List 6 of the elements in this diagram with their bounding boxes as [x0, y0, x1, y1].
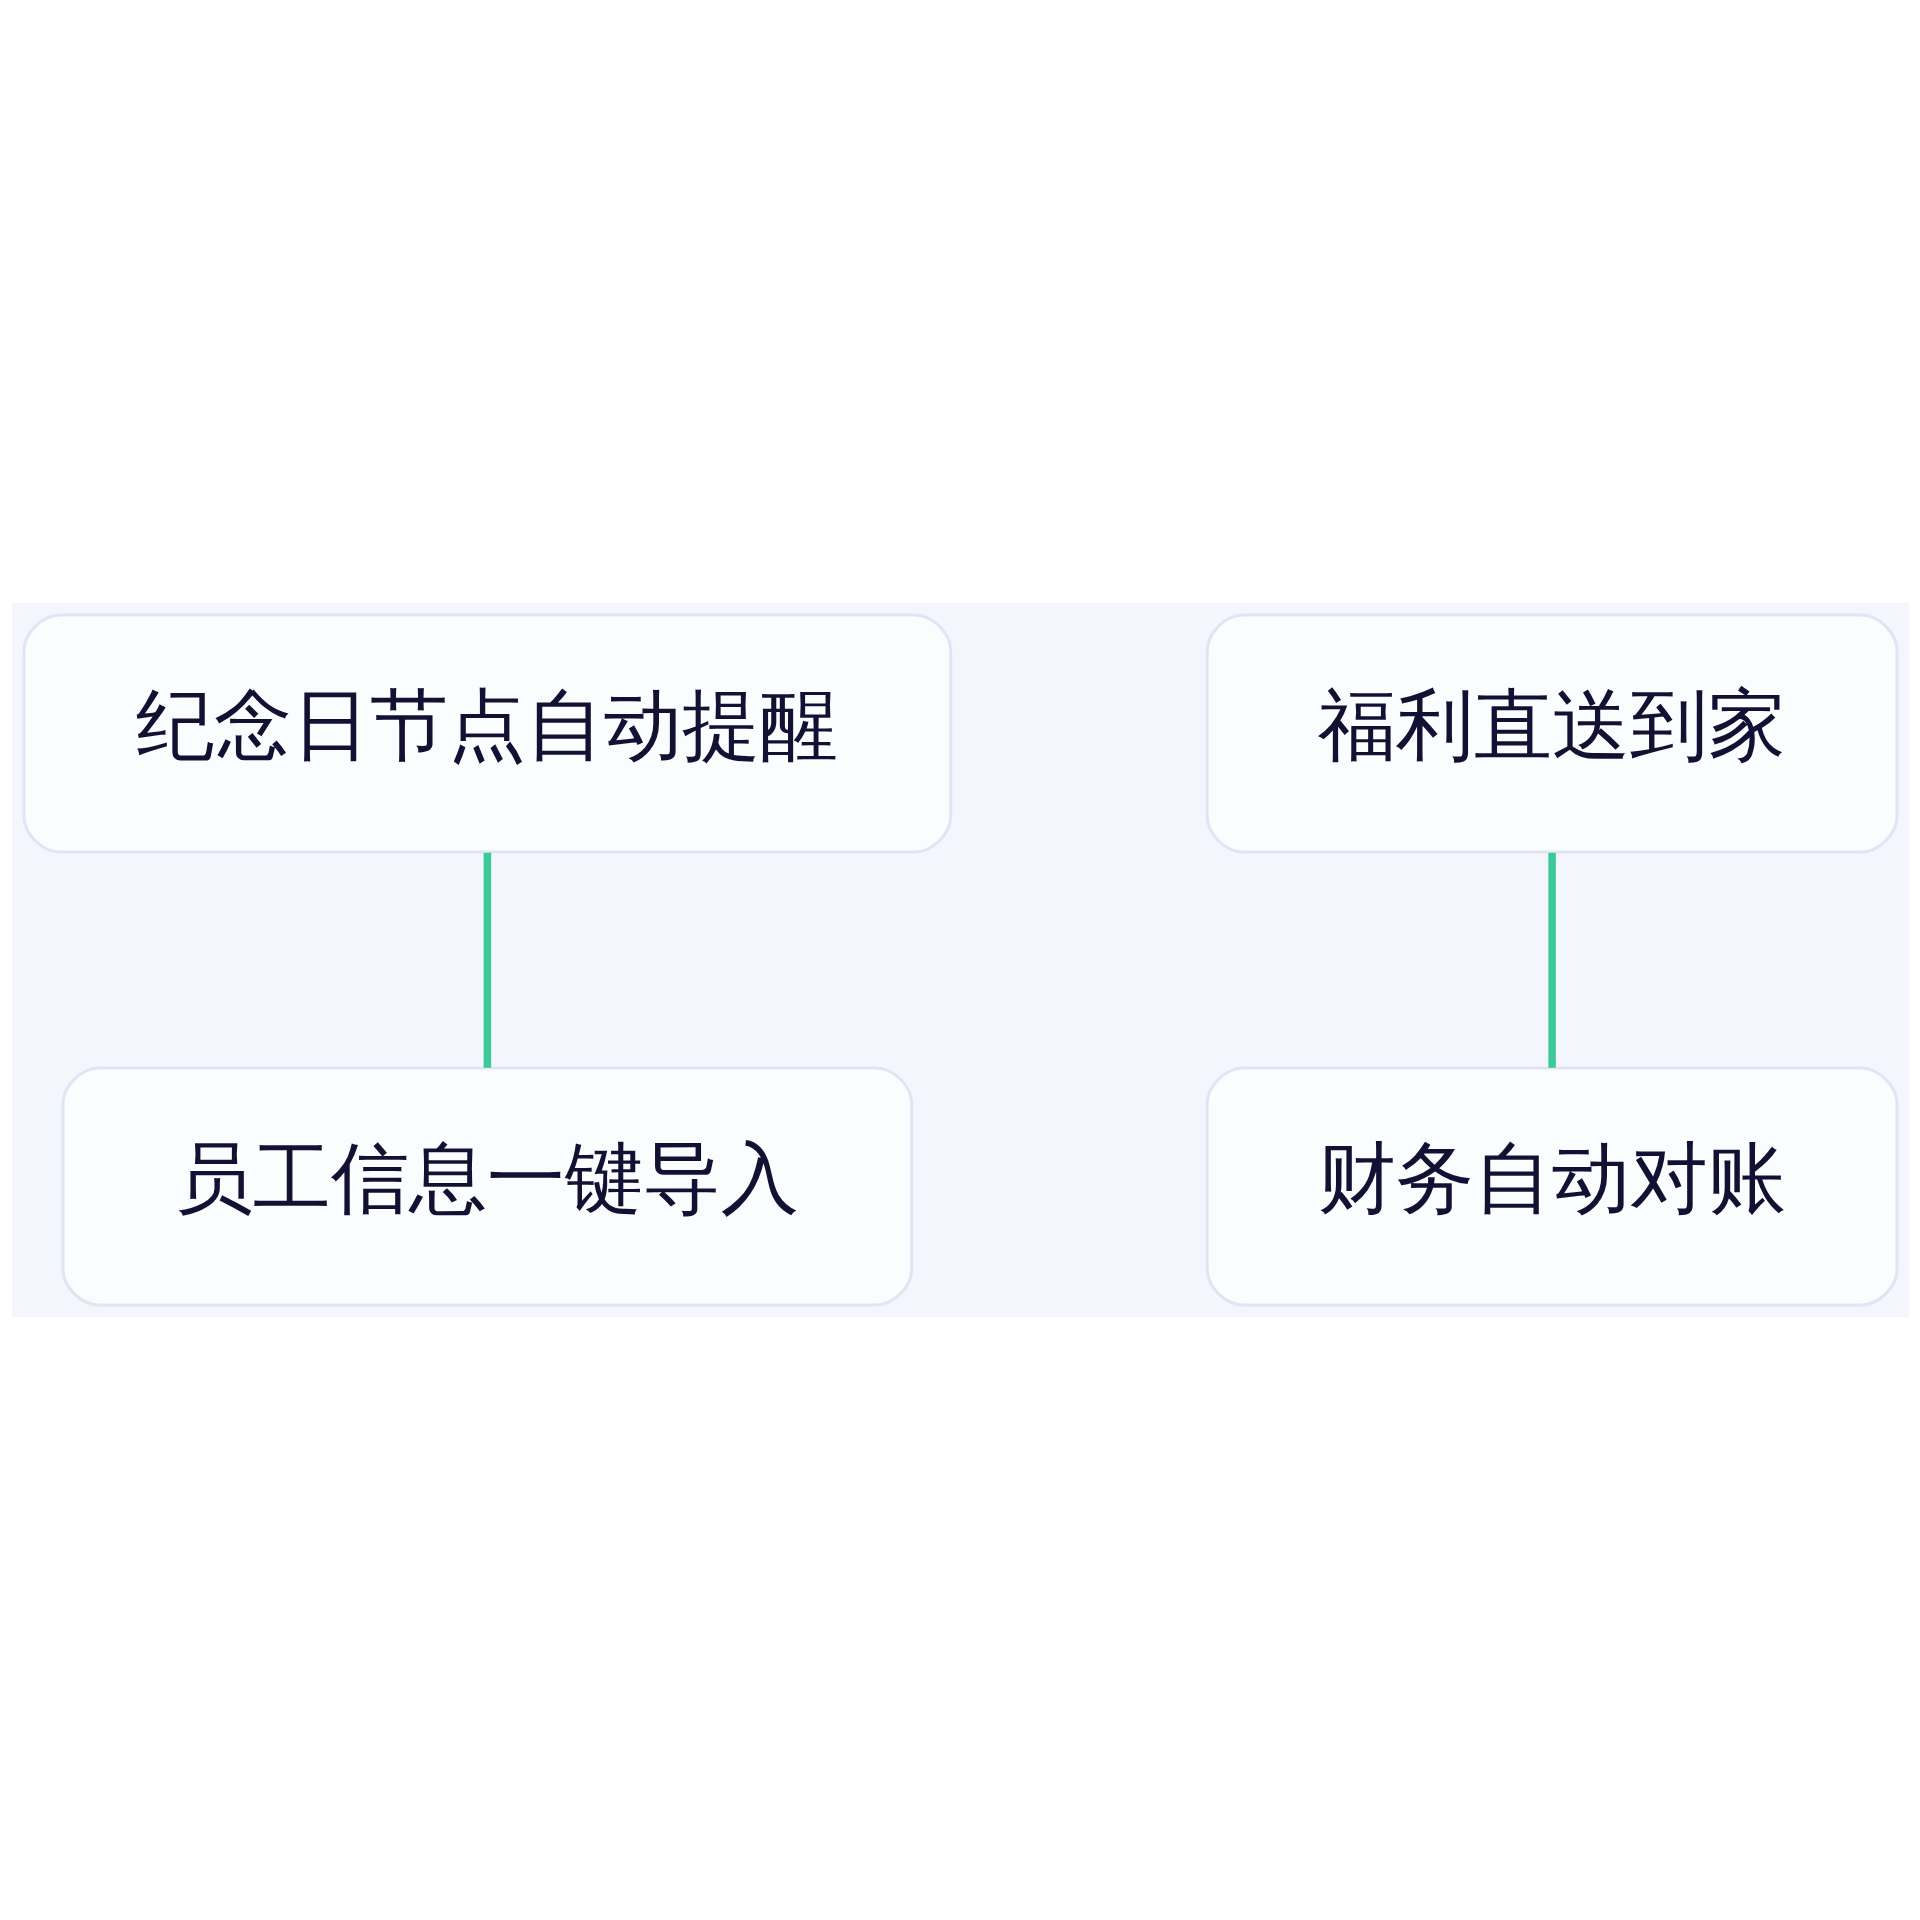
node-box: 员工信息一键导入	[61, 1066, 913, 1307]
node-box: 福利直送到家	[1205, 613, 1898, 854]
connector	[483, 852, 491, 1068]
node-box: 财务自动对账	[1205, 1066, 1898, 1307]
node-box: 纪念日节点自动提醒	[22, 613, 952, 854]
connector	[1547, 852, 1556, 1068]
